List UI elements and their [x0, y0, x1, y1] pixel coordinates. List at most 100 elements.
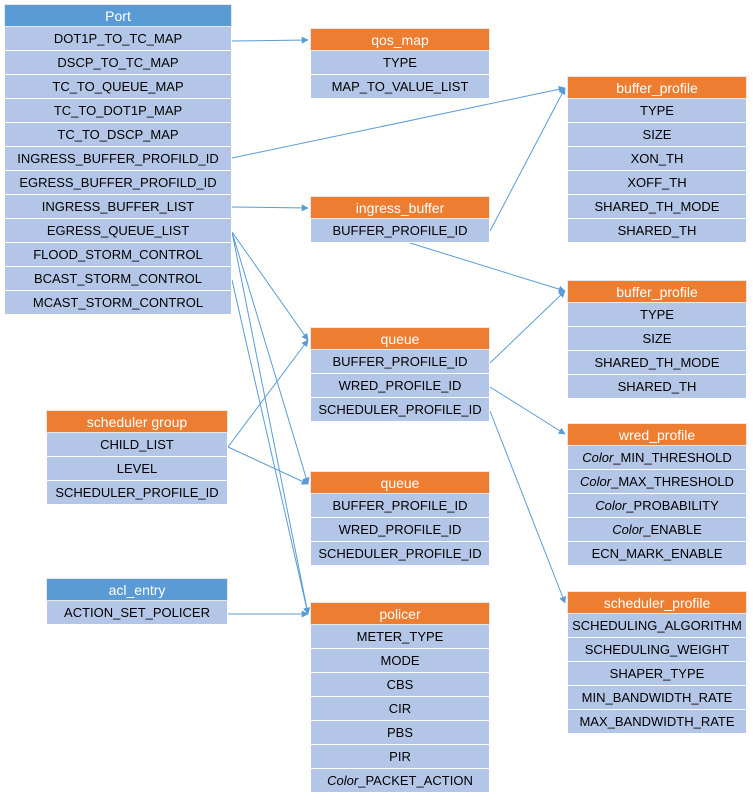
queue-table-2: queue BUFFER_PROFILE_ID WRED_PROFILE_ID … — [310, 471, 490, 566]
scheduler-group-field-level: LEVEL — [46, 457, 228, 481]
buffer-profile-1-field-size: SIZE — [567, 123, 747, 147]
policer-field-cir: CIR — [310, 697, 490, 721]
link-child-list-to-queue-1 — [227, 339, 309, 448]
policer-field-pbs: PBS — [310, 721, 490, 745]
buffer-profile-1-header: buffer_profile — [567, 76, 747, 99]
policer-field-pir: PIR — [310, 745, 490, 769]
color-prefix: Color — [595, 498, 627, 513]
queue-1-header: queue — [310, 327, 490, 350]
buffer-profile-table-1: buffer_profile TYPE SIZE XON_TH XOFF_TH … — [567, 76, 747, 243]
scheduler-profile-header: scheduler_profile — [567, 591, 747, 614]
wred-profile-table: wred_profile Color_MIN_THRESHOLD Color_M… — [567, 423, 747, 566]
field-suffix: _PROBABILITY — [626, 498, 719, 513]
queue-2-field-buffer-profile-id: BUFFER_PROFILE_ID — [310, 494, 490, 518]
link-queue-to-buffer-profile-2 — [489, 290, 566, 364]
color-prefix: Color — [580, 474, 612, 489]
policer-field-meter-type: METER_TYPE — [310, 625, 490, 649]
scheduler-profile-field-max-bandwidth-rate: MAX_BANDWIDTH_RATE — [567, 710, 747, 734]
scheduler-profile-field-shaper-type: SHAPER_TYPE — [567, 662, 747, 686]
link-ingress-profile-to-buffer-profile — [231, 85, 566, 159]
buffer-profile-2-field-shared-th-mode: SHARED_TH_MODE — [567, 351, 747, 375]
wred-profile-field-min-threshold: Color_MIN_THRESHOLD — [567, 446, 747, 470]
policer-field-cbs: CBS — [310, 673, 490, 697]
port-table: Port DOT1P_TO_TC_MAP DSCP_TO_TC_MAP TC_T… — [4, 4, 232, 315]
policer-header: policer — [310, 602, 490, 625]
wred-profile-field-ecn-mark-enable: ECN_MARK_ENABLE — [567, 542, 747, 566]
policer-field-mode: MODE — [310, 649, 490, 673]
scheduler-profile-field-min-bandwidth-rate: MIN_BANDWIDTH_RATE — [567, 686, 747, 710]
policer-field-packet-action: Color_PACKET_ACTION — [310, 769, 490, 793]
buffer-profile-1-field-type: TYPE — [567, 99, 747, 123]
ingress-buffer-header: ingress_buffer — [310, 196, 490, 219]
link-egress-queue-to-queue-1 — [231, 231, 309, 341]
buffer-profile-1-field-xoff-th: XOFF_TH — [567, 171, 747, 195]
queue-2-header: queue — [310, 471, 490, 494]
port-field-tc-to-dscp-map: TC_TO_DSCP_MAP — [4, 123, 232, 147]
scheduler-profile-field-scheduling-algorithm: SCHEDULING_ALGORITHM — [567, 614, 747, 638]
acl-entry-header: acl_entry — [46, 578, 228, 601]
wred-profile-field-enable: Color_ENABLE — [567, 518, 747, 542]
port-field-ingress-buffer-profild-id: INGRESS_BUFFER_PROFILD_ID — [4, 147, 232, 171]
scheduler-group-header: scheduler group — [46, 410, 228, 433]
buffer-profile-table-2: buffer_profile TYPE SIZE SHARED_TH_MODE … — [567, 280, 747, 399]
wred-profile-field-probability: Color_PROBABILITY — [567, 494, 747, 518]
queue-1-field-wred-profile-id: WRED_PROFILE_ID — [310, 374, 490, 398]
buffer-profile-2-header: buffer_profile — [567, 280, 747, 303]
field-suffix: _MAX_THRESHOLD — [611, 474, 734, 489]
scheduler-group-table: scheduler group CHILD_LIST LEVEL SCHEDUL… — [46, 410, 228, 505]
link-child-list-to-queue-2 — [227, 446, 309, 485]
qos-map-field-map-to-value-list: MAP_TO_VALUE_LIST — [310, 75, 490, 99]
queue-1-field-buffer-profile-id: BUFFER_PROFILE_ID — [310, 350, 490, 374]
acl-entry-table: acl_entry ACTION_SET_POLICER — [46, 578, 228, 625]
qos-map-table-header: qos_map — [310, 28, 490, 51]
link-storm-to-policer — [231, 279, 311, 615]
port-field-egress-buffer-profild-id: EGRESS_BUFFER_PROFILD_ID — [4, 171, 232, 195]
port-field-ingress-buffer-list: INGRESS_BUFFER_LIST — [4, 195, 232, 219]
buffer-profile-1-field-xon-th: XON_TH — [567, 147, 747, 171]
link-ingress-buffer-to-buffer-profile-2 — [409, 242, 566, 293]
wred-profile-header: wred_profile — [567, 423, 747, 446]
qos-map-table: qos_map TYPE MAP_TO_VALUE_LIST — [310, 28, 490, 99]
policer-table: policer METER_TYPE MODE CBS CIR PBS PIR … — [310, 602, 490, 793]
scheduler-group-field-scheduler-profile-id: SCHEDULER_PROFILE_ID — [46, 481, 228, 505]
color-prefix: Color — [327, 773, 359, 788]
buffer-profile-1-field-shared-th: SHARED_TH — [567, 219, 747, 243]
buffer-profile-1-field-shared-th-mode: SHARED_TH_MODE — [567, 195, 747, 219]
buffer-profile-2-field-size: SIZE — [567, 327, 747, 351]
port-field-bcast-storm-control: BCAST_STORM_CONTROL — [4, 267, 232, 291]
queue-2-field-wred-profile-id: WRED_PROFILE_ID — [310, 518, 490, 542]
color-prefix: Color — [582, 450, 614, 465]
link-egress-queue-to-queue-2 — [231, 231, 310, 485]
acl-entry-field-action-set-policer: ACTION_SET_POLICER — [46, 601, 228, 625]
link-queue-to-wred-profile — [489, 386, 566, 435]
queue-1-field-scheduler-profile-id: SCHEDULER_PROFILE_ID — [310, 398, 490, 422]
port-field-flood-storm-control: FLOOD_STORM_CONTROL — [4, 243, 232, 267]
queue-table-1: queue BUFFER_PROFILE_ID WRED_PROFILE_ID … — [310, 327, 490, 422]
scheduler-profile-table: scheduler_profile SCHEDULING_ALGORITHM S… — [567, 591, 747, 734]
queue-2-field-scheduler-profile-id: SCHEDULER_PROFILE_ID — [310, 542, 490, 566]
field-suffix: _MIN_THRESHOLD — [613, 450, 732, 465]
link-ingress-list-to-ingress-buffer — [231, 204, 309, 212]
link-ingress-buffer-to-buffer-profile-1 — [489, 87, 566, 232]
qos-map-field-type: TYPE — [310, 51, 490, 75]
port-field-tc-to-queue-map: TC_TO_QUEUE_MAP — [4, 75, 232, 99]
buffer-profile-2-field-type: TYPE — [567, 303, 747, 327]
field-suffix: _PACKET_ACTION — [358, 773, 473, 788]
port-field-dot1p-to-tc-map: DOT1P_TO_TC_MAP — [4, 27, 232, 51]
scheduler-group-field-child-list: CHILD_LIST — [46, 433, 228, 457]
link-egress-queue-to-policer — [231, 231, 311, 615]
ingress-buffer-table: ingress_buffer BUFFER_PROFILE_ID — [310, 196, 490, 243]
color-prefix: Color — [612, 522, 644, 537]
link-dot1p-to-qos-map — [231, 36, 309, 44]
buffer-profile-2-field-shared-th: SHARED_TH — [567, 375, 747, 399]
wred-profile-field-max-threshold: Color_MAX_THRESHOLD — [567, 470, 747, 494]
port-field-mcast-storm-control: MCAST_STORM_CONTROL — [4, 291, 232, 315]
ingress-buffer-field-buffer-profile-id: BUFFER_PROFILE_ID — [310, 219, 490, 243]
port-field-dscp-to-tc-map: DSCP_TO_TC_MAP — [4, 51, 232, 75]
link-queue-to-scheduler-profile — [489, 410, 566, 604]
field-suffix: _ENABLE — [643, 522, 702, 537]
scheduler-profile-field-scheduling-weight: SCHEDULING_WEIGHT — [567, 638, 747, 662]
port-table-header: Port — [4, 4, 232, 27]
port-field-egress-queue-list: EGRESS_QUEUE_LIST — [4, 219, 232, 243]
